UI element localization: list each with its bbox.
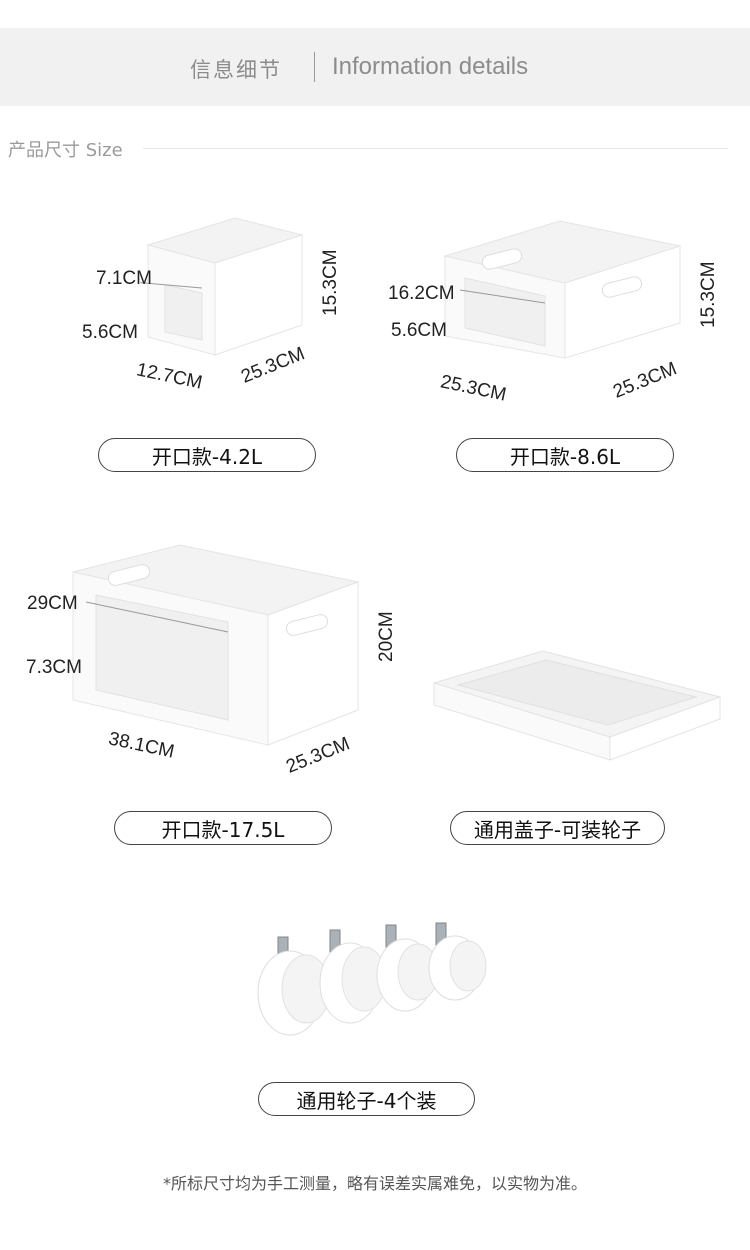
box-large-height-dim: 20CM [376,611,397,662]
box-medium-width-dim: 25.3CM [438,371,509,406]
product-label-4-2l: 开口款-4.2L [98,438,316,472]
section-divider [143,148,728,149]
footnote: *所标尺寸均为手工测量，略有误差实属难免，以实物为准。 [162,1174,587,1193]
box-small-front-dim: 5.6CM [82,322,138,343]
lid-illustration [432,650,722,761]
product-label-wheels: 通用轮子-4个装 [258,1082,475,1116]
header-divider [314,52,315,82]
section-title: 产品尺寸 Size [8,140,123,161]
box-medium-illustration [443,220,682,359]
box-medium-height-dim: 15.3CM [698,261,719,328]
header-band [0,28,750,106]
box-large-front-dim: 7.3CM [26,657,82,678]
box-small-height-dim: 15.3CM [320,249,341,316]
header-title-cn: 信息细节 [190,58,282,82]
header-title-en: Information details [332,53,529,80]
box-large-illustration [72,544,360,746]
product-label-17-5l: 开口款-17.5L [114,811,332,845]
box-medium-front-dim: 5.6CM [391,320,447,341]
box-medium-opening-dim: 16.2CM [388,283,455,304]
box-small-opening-dim: 7.1CM [96,268,152,289]
box-small-illustration [140,217,304,356]
box-large-opening-dim: 29CM [27,593,78,614]
wheels-illustration [257,922,487,1036]
product-label-8-6l: 开口款-8.6L [456,438,674,472]
product-label-lid: 通用盖子-可装轮子 [450,811,665,845]
